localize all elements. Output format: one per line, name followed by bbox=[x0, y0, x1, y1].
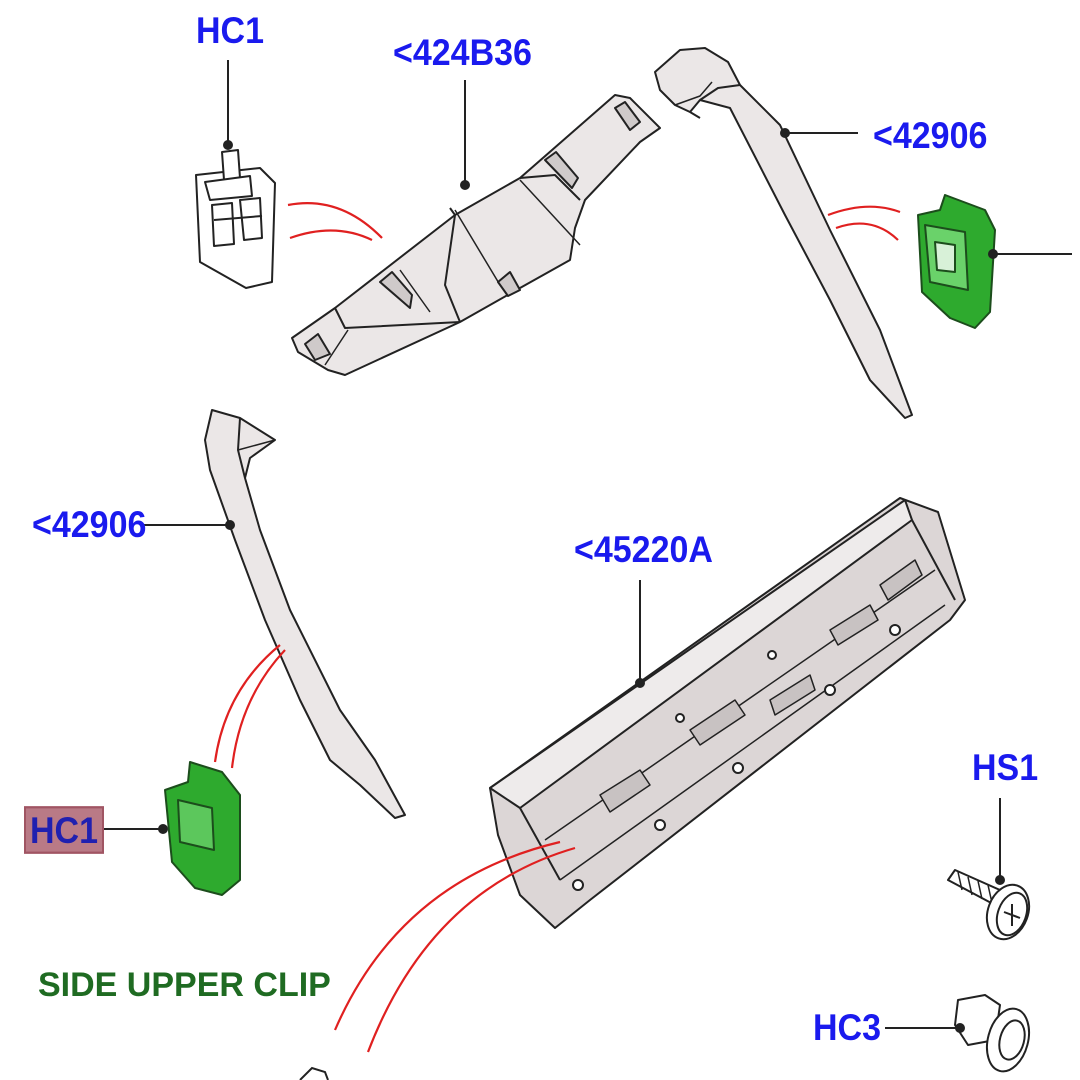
label-hc1-top: HC1 bbox=[196, 10, 265, 52]
label-part-45220a: <45220A bbox=[574, 529, 713, 571]
trim-panel-45220a bbox=[489, 497, 966, 929]
label-part-42906-left: <42906 bbox=[32, 504, 147, 546]
label-hs1: HS1 bbox=[972, 747, 1039, 789]
caption-side-upper-clip: SIDE UPPER CLIP bbox=[38, 966, 331, 1004]
leader-lines bbox=[98, 60, 1072, 1033]
label-part-424b36: <424B36 bbox=[393, 32, 532, 74]
green-clip-left bbox=[164, 761, 241, 896]
pillar-trim-42906-left bbox=[204, 409, 406, 819]
green-clip-right bbox=[917, 194, 996, 329]
push-clip-hc3 bbox=[954, 994, 1031, 1073]
screw-hs1 bbox=[947, 869, 1031, 941]
partial-part-bottom bbox=[299, 1066, 329, 1080]
label-part-42906-right: <42906 bbox=[873, 115, 988, 157]
pillar-trim-42906-right bbox=[654, 47, 913, 419]
red-guide-lines bbox=[213, 202, 901, 1053]
label-hc1-highlighted: HC1 bbox=[24, 806, 105, 854]
hc1-clip-top bbox=[195, 149, 276, 289]
label-hc3: HC3 bbox=[813, 1007, 882, 1049]
trim-panel-424b36 bbox=[291, 94, 661, 376]
